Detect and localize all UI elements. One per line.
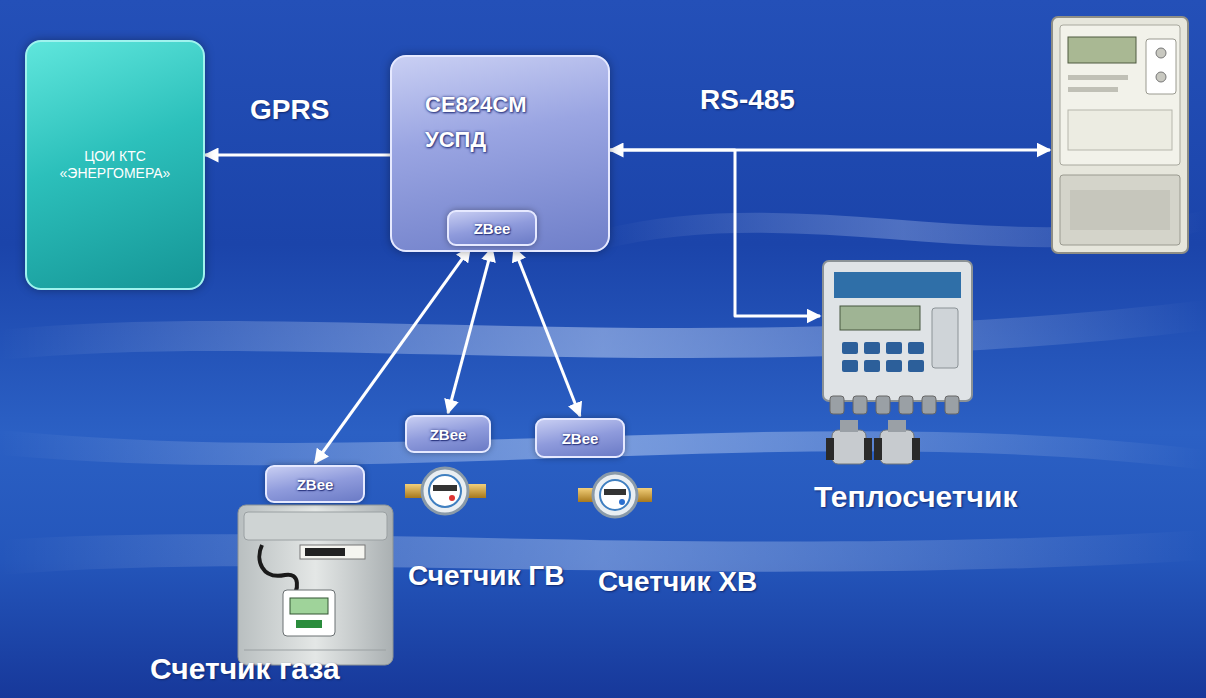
heat-meter: Теплосчетчик: [820, 258, 975, 418]
edge-label: GPRS: [250, 94, 329, 126]
flow-sensor-illustration: [826, 420, 920, 464]
controller-box: CE824CM УСПД ZBee: [390, 55, 610, 252]
node-text: ZBee: [562, 430, 599, 447]
connector-arrow: [610, 150, 820, 316]
heat-meter-drawing: [820, 258, 975, 418]
cold-water-meter-illustration: [578, 473, 652, 517]
connector-arrow: [205, 154, 390, 157]
node-text: CE824CM УСПД: [425, 87, 555, 157]
meter-drawing: [1050, 15, 1190, 255]
server-box: ЦОИ КТС «ЭНЕРГОМЕРА»: [25, 40, 205, 290]
gas-meter-illustration: [238, 505, 393, 665]
meter-caption: Счетчик ГВ: [408, 560, 564, 592]
connector-arrow: [514, 248, 580, 416]
node-text: ZBee: [474, 220, 511, 237]
hot-water-meter-illustration: [405, 468, 486, 514]
node-text: ZBee: [430, 426, 467, 443]
radio-module: ZBee: [535, 418, 625, 458]
node-text: Теплосчетчик: [814, 480, 969, 514]
connector-arrow: [315, 248, 470, 463]
edge-label: RS-485: [700, 84, 795, 116]
node-text: ЦОИ КТС «ЭНЕРГОМЕРА»: [50, 148, 180, 182]
node-text: ZBee: [297, 476, 334, 493]
radio-module: ZBee: [265, 465, 365, 503]
radio-module: ZBee: [447, 210, 537, 246]
meter-caption: Счетчик ХВ: [598, 566, 757, 598]
meter-caption: Счетчик газа: [150, 652, 340, 686]
connector-arrow: [448, 248, 492, 413]
radio-module: ZBee: [405, 415, 491, 453]
electricity-meter: [1050, 15, 1190, 255]
